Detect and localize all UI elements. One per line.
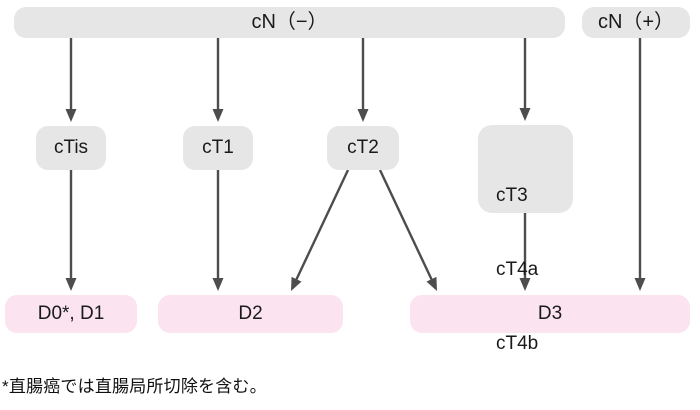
node-ct3-label: cT3	[496, 184, 528, 206]
arrow-cn-positive-to-d3	[634, 38, 646, 291]
node-ct2[interactable]: cT2	[327, 126, 399, 170]
arrow-cn-negative-to-ct2	[357, 38, 369, 122]
arrow-cn-negative-to-ct3	[519, 38, 531, 121]
arrow-ct2-to-d3	[378, 169, 437, 291]
node-cn-negative-label: cN（−）	[251, 11, 328, 33]
node-d0-d1[interactable]: D0*, D1	[5, 295, 137, 333]
node-ct1[interactable]: cT1	[183, 126, 253, 170]
arrow-ctis-to-d0-d1	[65, 170, 77, 291]
node-ct4a-label: cT4a	[496, 258, 539, 280]
node-ct4b-label: cT4b	[496, 333, 539, 355]
node-ctis-label: cTis	[53, 137, 89, 159]
node-d3[interactable]: D3	[410, 295, 690, 333]
arrow-ct1-to-d2	[212, 170, 224, 291]
arrow-cn-negative-to-ct1	[212, 38, 224, 122]
node-d3-label: D3	[537, 303, 563, 325]
node-cn-positive[interactable]: cN（+）	[582, 7, 690, 38]
node-ctis[interactable]: cTis	[36, 126, 106, 170]
footnote: *直腸癌では直腸局所切除を含む。	[2, 377, 267, 396]
arrow-cn-negative-to-ctis	[65, 38, 77, 122]
node-ct3-ct4a-ct4b[interactable]: cT3 cT4a cT4b	[478, 125, 573, 354]
node-d0-d1-label: D0*, D1	[37, 303, 105, 325]
node-cn-negative[interactable]: cN（−）	[14, 7, 565, 38]
arrow-ct3-to-d3	[519, 213, 531, 291]
node-ct1-label: cT1	[202, 137, 234, 159]
node-cn-positive-label: cN（+）	[597, 11, 675, 33]
node-ct2-label: cT2	[347, 137, 379, 159]
node-d2-label: D2	[238, 303, 263, 325]
node-d2[interactable]: D2	[158, 295, 343, 333]
arrow-ct2-to-d2	[291, 169, 350, 291]
